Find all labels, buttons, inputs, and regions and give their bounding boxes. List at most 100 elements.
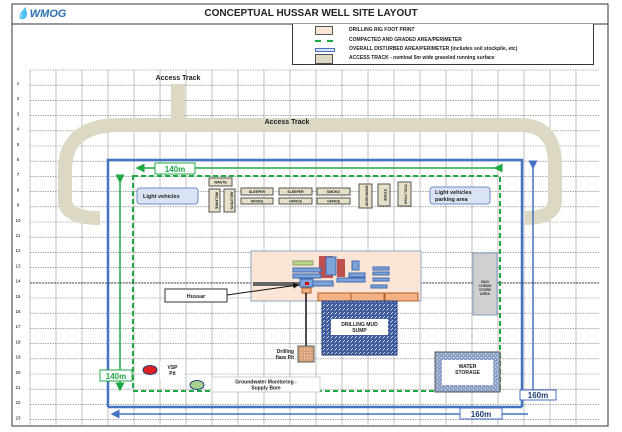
water-storage-label-1: WATER <box>459 364 477 370</box>
legend-label: COMPACTED AND GRADED AREA/PERIMETER <box>349 37 462 43</box>
bore-label-1: Groundwater Monitoring - <box>235 380 297 386</box>
sump-label-1: DRILLING MUD <box>341 322 378 328</box>
row-label: 11 <box>16 233 21 238</box>
row-label: 6 <box>17 157 20 162</box>
dim-160-bottom-box <box>459 407 503 420</box>
toolpush-building <box>397 181 412 207</box>
mud-chems-label-1: MUD <box>481 280 489 284</box>
light-vehicles-label: Light vehicles <box>143 194 180 200</box>
ablution-building <box>223 188 236 213</box>
office-2-label: OFFICE <box>289 200 302 204</box>
row-label: 19 <box>15 355 21 360</box>
water-storage-label-2: STORAGE <box>455 370 480 376</box>
row-label: 5 <box>17 142 20 147</box>
legend-item-rig: DRILLING RIG FOOT PRINT <box>293 25 593 35</box>
ablution-label: ABLUTION <box>230 191 234 210</box>
sump-label-2: SUMP <box>352 328 367 334</box>
row-label: 2 <box>17 96 20 101</box>
mud-tank-3 <box>384 292 419 302</box>
sleeper-2-building <box>278 187 313 196</box>
hussar-label: Hussar <box>187 294 207 300</box>
row-label: 12 <box>15 248 21 253</box>
workshop-label: WORKSHOP <box>365 186 369 208</box>
parking-area-label-1: Light vehicles <box>435 190 472 196</box>
sleeper-2-label: SLEEPER <box>287 190 304 194</box>
compacted-area-perimeter <box>132 175 501 392</box>
droplet-icon: 💧 <box>16 8 30 20</box>
dim-160-bottom-label: 160m <box>471 410 491 419</box>
flare-pit-label-1: Drilling <box>277 349 294 355</box>
vsp-pit <box>142 365 158 375</box>
office-2-building <box>278 197 313 205</box>
waste-building <box>208 177 233 187</box>
light-vehicles-area <box>136 187 199 205</box>
hussar-label-box <box>164 288 228 303</box>
vsp-label-1: VSP <box>167 365 178 371</box>
dim-140-left-label: 140m <box>106 372 126 381</box>
smoko-building <box>316 187 351 196</box>
legend-label: DRILLING RIG FOOT PRINT <box>349 27 415 33</box>
row-label: 9 <box>17 203 20 208</box>
legend-label: OVERALL DISTURBED AREA/PERIMETER (includ… <box>349 46 518 52</box>
row-label: 16 <box>15 309 21 314</box>
row-label: 8 <box>17 187 20 192</box>
row-label: 15 <box>15 294 21 299</box>
mud-chems-label-3: STORE <box>479 288 492 292</box>
page-title: CONCEPTUAL HUSSAR WELL SITE LAYOUT <box>204 8 418 19</box>
parking-area <box>429 186 491 205</box>
mud-chems-store-area <box>472 252 498 316</box>
flare-pit-label-2: flare Pit <box>276 355 295 361</box>
mud-chems-label-2: CHEMS <box>479 284 492 288</box>
dim-140-top-label: 140m <box>165 165 185 174</box>
waste-label: WASTE <box>214 181 227 185</box>
green-dash-swatch-icon <box>315 40 333 42</box>
access-track-label: Access Track <box>265 119 310 126</box>
welfare-label: WELFARE <box>215 192 219 210</box>
legend-label: ACCESS TRACK - nominal 5m wide graveled … <box>349 55 495 61</box>
vsp-label-2: Pit <box>169 371 176 377</box>
row-label: 22 <box>15 400 21 405</box>
workshop-building <box>358 183 373 209</box>
legend-item-track: ACCESS TRACK - nominal 5m wide graveled … <box>293 53 593 64</box>
access-track-entry <box>167 84 191 132</box>
disturbed-area-perimeter <box>106 158 524 407</box>
office-3-building <box>316 197 351 205</box>
row-label: 1 <box>17 81 20 86</box>
sump-label-box <box>331 319 388 335</box>
supply-bore <box>189 380 205 390</box>
row-label: 14 <box>15 279 21 284</box>
legend-item-disturbed: OVERALL DISTURBED AREA/PERIMETER (includ… <box>293 44 593 54</box>
blue-line-swatch-icon <box>315 48 335 52</box>
dim-140-top-box <box>154 162 196 175</box>
row-label: 4 <box>17 127 20 132</box>
access-track-right <box>120 118 562 225</box>
hussar-pointer-arrow <box>226 282 299 296</box>
mud-tank-2 <box>350 292 385 302</box>
store-label: STORE <box>383 189 387 202</box>
row-label: 23 <box>15 415 21 420</box>
wmog-logo: 💧WMOG <box>16 7 66 20</box>
dim-160-right-label: 160m <box>528 391 548 400</box>
row-label: 20 <box>15 370 21 375</box>
flare-pit <box>297 345 315 363</box>
welfare-building <box>208 188 221 213</box>
bore-label-box <box>211 376 321 393</box>
rig-swatch-icon <box>315 26 333 35</box>
track-swatch-icon <box>315 54 333 64</box>
vsp-label-box <box>160 362 185 379</box>
legend: DRILLING RIG FOOT PRINT COMPACTED AND GR… <box>292 24 594 65</box>
logo-text: WMOG <box>29 8 67 20</box>
frame-border <box>11 3 609 427</box>
access-track-left <box>58 118 121 225</box>
row-label: 10 <box>15 218 21 223</box>
smoko-label: SMOKO <box>327 190 341 194</box>
mud-chems-label-4: AREA <box>480 292 490 296</box>
row-label: 18 <box>15 339 21 344</box>
row-label: 21 <box>15 385 21 390</box>
office-1-label: OFFICE <box>251 200 264 204</box>
water-storage-label-box <box>442 360 493 385</box>
row-label: 13 <box>15 263 21 268</box>
